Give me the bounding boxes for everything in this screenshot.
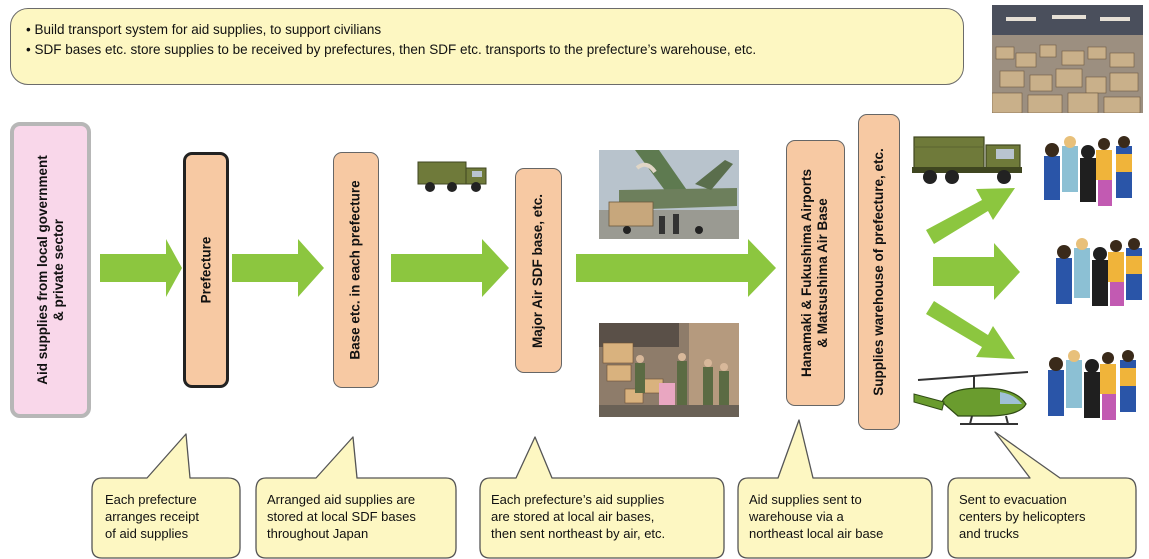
callout-5-shape: [947, 431, 1137, 559]
military-truck-small-icon: [417, 161, 487, 192]
evacuee-group-icon-2: [1056, 238, 1142, 306]
callout-1-shape: [91, 433, 241, 559]
source-box: Aid supplies from local government & pri…: [10, 122, 91, 418]
summary-bullet-2-text: SDF bases etc. store supplies to be rece…: [34, 42, 757, 57]
arrow-base-to-airbase: [391, 239, 509, 297]
callout-4: Aid supplies sent to warehouse via a nor…: [743, 479, 929, 557]
callout-2-line-2: stored at local SDF bases: [267, 509, 416, 524]
callout-5: Sent to evacuation centers by helicopter…: [953, 479, 1133, 557]
callout-4-line-2: warehouse via a: [749, 509, 844, 524]
callout-5-line-1: Sent to evacuation: [959, 492, 1067, 507]
arrow-airbase-to-airports: [576, 239, 776, 297]
callout-3-line-1: Each prefecture’s aid supplies: [491, 492, 665, 507]
callout-1-line-2: arranges receipt: [105, 509, 199, 524]
callout-3-line-2: are stored at local air bases,: [491, 509, 655, 524]
arrow-prefecture-to-base: [232, 239, 324, 297]
callout-2: Arranged aid supplies are stored at loca…: [261, 479, 453, 557]
callout-2-line-1: Arranged aid supplies are: [267, 492, 416, 507]
callout-4-shape: [737, 419, 933, 559]
prefecture-node: Prefecture: [183, 152, 229, 388]
summary-bullet-1-text: Build transport system for aid supplies,…: [34, 22, 382, 37]
callout-3-shape: [479, 436, 725, 559]
helicopter-icon: [913, 371, 1029, 425]
base-node: Base etc. in each prefecture: [333, 152, 379, 388]
callout-3-line-3: then sent northeast by air, etc.: [491, 526, 666, 541]
summary-box: • Build transport system for aid supplie…: [10, 8, 964, 85]
callout-5-line-3: and trucks: [959, 526, 1019, 541]
arrow-warehouse-to-centers: [933, 243, 1020, 300]
callout-5-line-2: centers by helicopters: [959, 509, 1086, 524]
air-base-node: Major Air SDF base, etc.: [515, 168, 562, 373]
callout-2-line-3: throughout Japan: [267, 526, 369, 541]
arrow-warehouse-to-heli-centers: [926, 301, 1015, 359]
warehouse-node: Supplies warehouse of prefecture, etc.: [858, 114, 900, 430]
arrow-source-to-prefecture: [100, 239, 182, 297]
callout-3: Each prefecture’s aid supplies are store…: [485, 479, 721, 557]
evacuee-group-icon-1: [1044, 136, 1132, 206]
callout-1: Each prefecture arranges receipt of aid …: [97, 479, 237, 557]
summary-bullet-1: • Build transport system for aid supplie…: [26, 22, 382, 37]
callout-2-shape: [255, 436, 457, 559]
cargo-plane-loading-photo: [599, 150, 739, 239]
callout-4-line-1: Aid supplies sent to: [749, 492, 862, 507]
soldiers-unloading-photo: [599, 323, 739, 417]
arrow-warehouse-to-truck-centers: [926, 188, 1015, 244]
callout-4-line-3: northeast local air base: [749, 526, 884, 541]
evacuee-group-icon-3: [1048, 350, 1136, 420]
military-truck-large-icon: [912, 136, 1022, 184]
summary-bullet-2: • SDF bases etc. store supplies to be re…: [26, 42, 757, 57]
warehouse-boxes-photo: [992, 5, 1143, 113]
callout-1-line-3: of aid supplies: [105, 526, 189, 541]
callout-1-line-1: Each prefecture: [105, 492, 197, 507]
airports-node: Hanamaki & Fukushima Airports & Matsushi…: [786, 140, 845, 406]
